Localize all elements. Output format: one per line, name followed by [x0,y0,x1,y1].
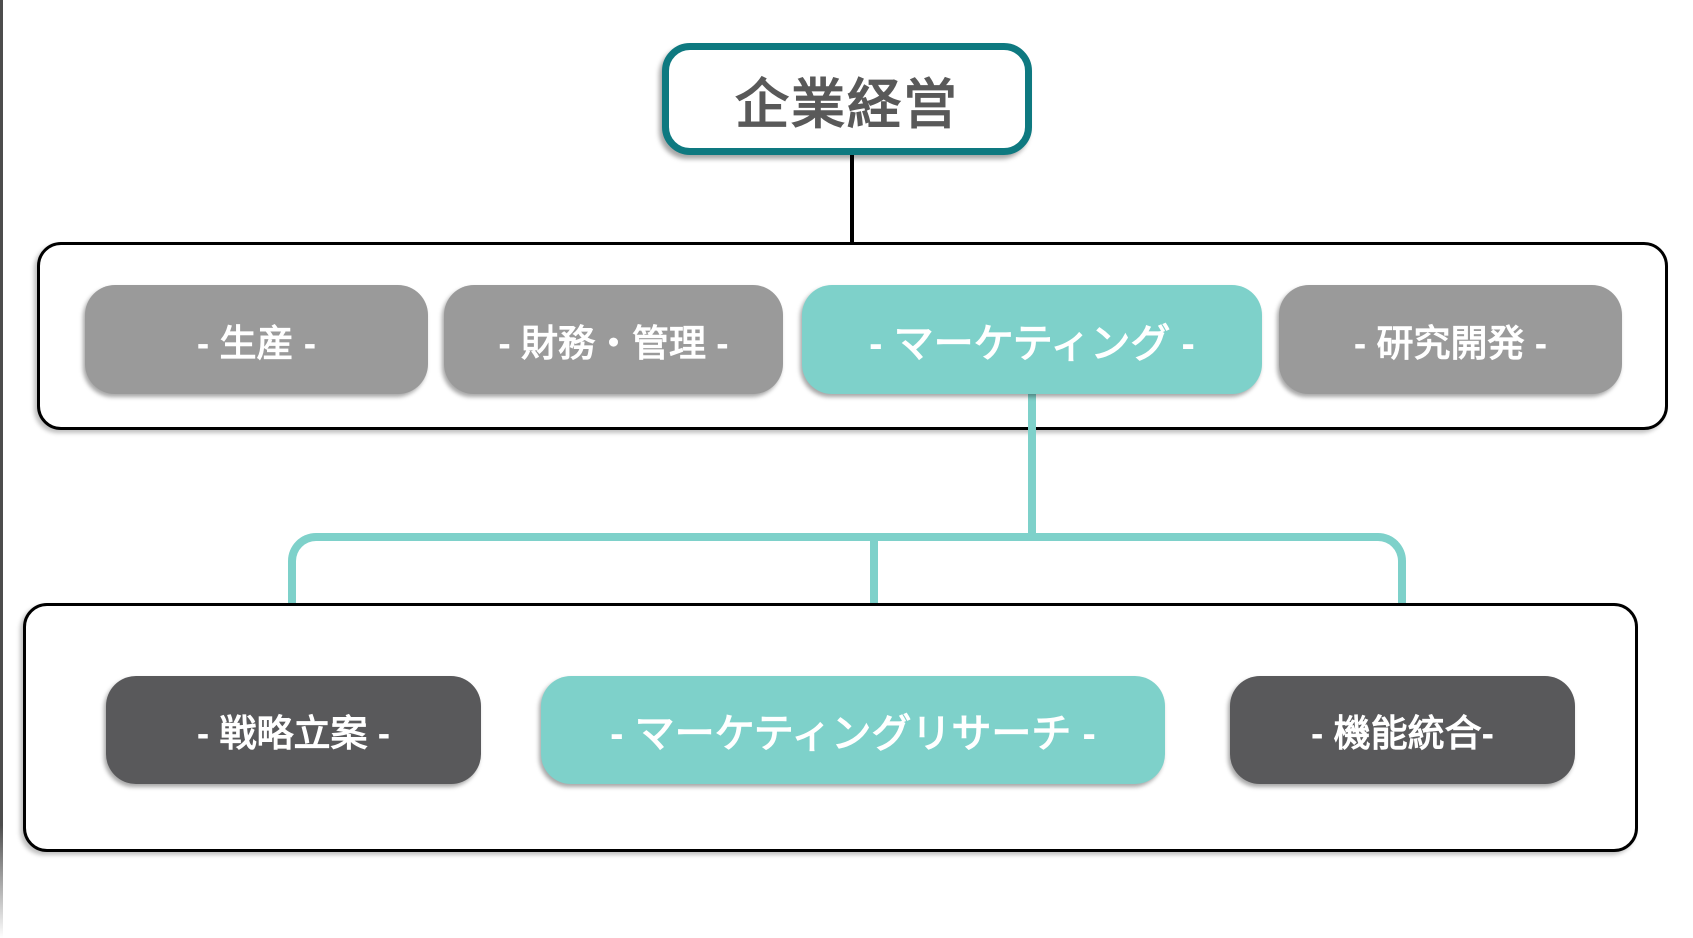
node-function-integration: - 機能統合- [1230,676,1575,784]
node-production: - 生産 - [85,285,428,394]
connector-marketing-middle-drop [870,541,878,603]
node-marketing-research: - マーケティングリサーチ - [541,676,1165,784]
node-marketing: - マーケティング - [802,285,1262,394]
window-left-edge [0,0,3,938]
connector-root-to-level1 [850,155,854,243]
connector-marketing-bracket [288,533,1406,603]
node-strategy-planning: - 戦略立案 - [106,676,481,784]
node-corporate-management: 企業経営 [662,43,1032,155]
connector-marketing-vertical [1028,394,1036,541]
node-finance-admin: - 財務・管理 - [444,285,783,394]
node-research-development: - 研究開発 - [1279,285,1622,394]
